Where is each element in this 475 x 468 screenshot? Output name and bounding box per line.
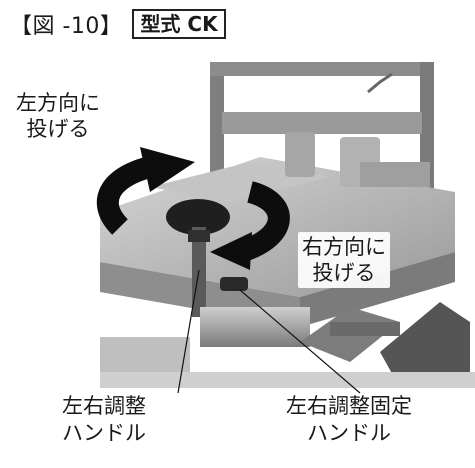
throw-left-line1: 左方向に [16, 91, 100, 115]
figure-number: 【図 -10】 [10, 14, 123, 39]
right-rotate-arrow-icon [210, 181, 290, 270]
throw-left-callout: 左方向に 投げる [12, 88, 104, 144]
adjust-handle-label: 左右調整 ハンドル [62, 393, 146, 447]
adjust-handle-line2: ハンドル [62, 421, 146, 445]
lock-handle-label: 左右調整固定 ハンドル [286, 393, 412, 447]
throw-left-line2: 投げる [26, 117, 90, 141]
clamp-blocks [285, 132, 430, 187]
figure-header: 【図 -10】 型式 CK [10, 6, 226, 42]
throw-right-callout: 右方向に 投げる [298, 232, 390, 288]
lock-handle [220, 277, 248, 291]
throw-right-line2: 投げる [312, 261, 376, 285]
adjust-handle-line1: 左右調整 [62, 394, 146, 418]
upper-frame [210, 62, 434, 192]
model-badge: 型式 CK [132, 9, 226, 39]
left-rotate-arrow-icon [96, 147, 195, 235]
lock-handle-line2: ハンドル [307, 421, 391, 445]
throw-right-line1: 右方向に [302, 235, 386, 259]
lock-handle-line1: 左右調整固定 [286, 394, 412, 418]
